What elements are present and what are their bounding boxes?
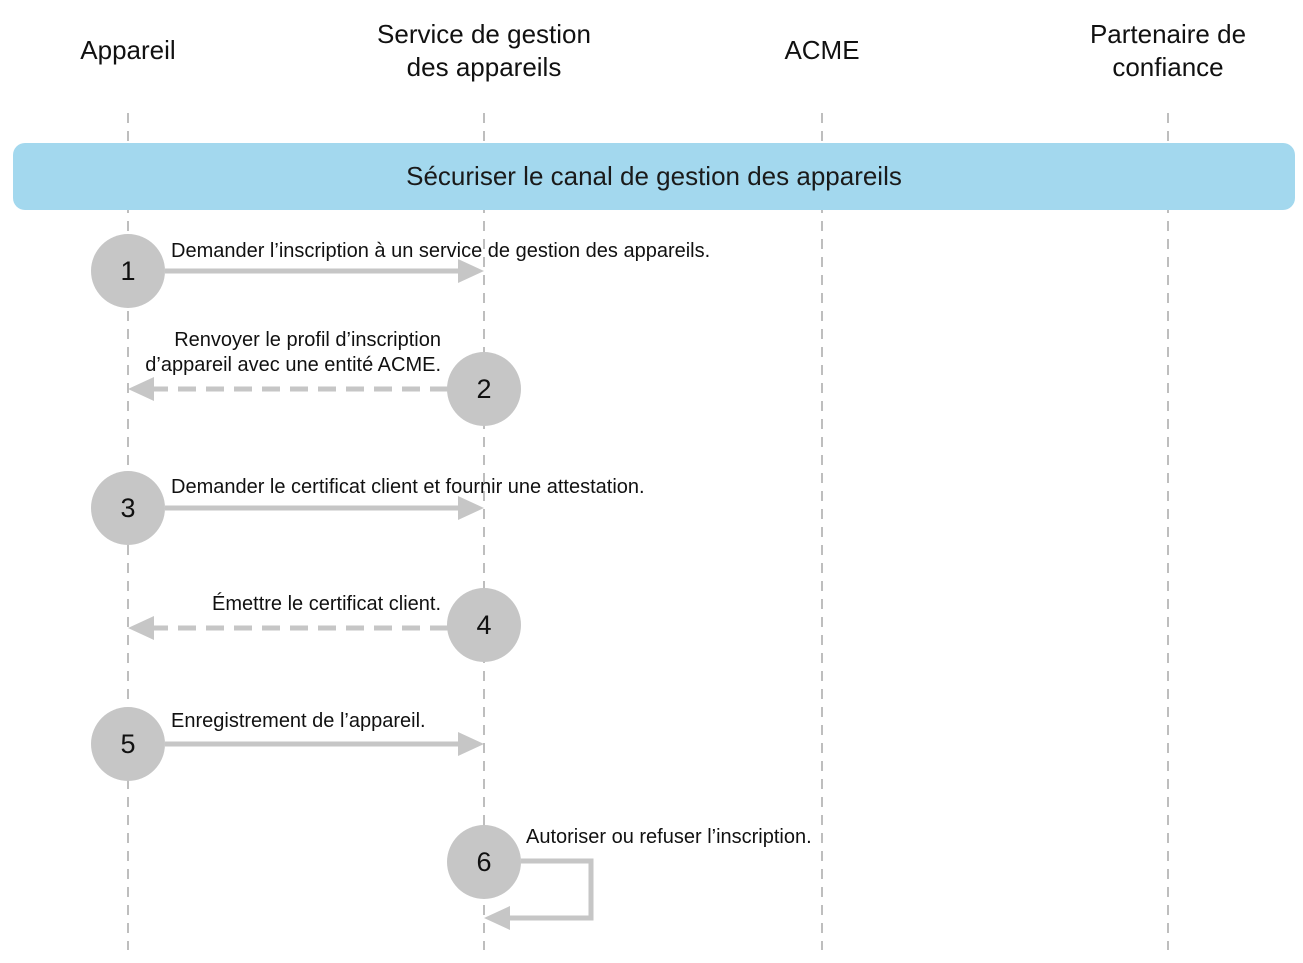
step-4-badge: 4 [447, 588, 521, 662]
step-2-badge: 2 [447, 352, 521, 426]
phase-banner: Sécuriser le canal de gestion des appare… [13, 143, 1295, 210]
actor-device: Appareil [80, 35, 176, 65]
step-5-badge: 5 [91, 707, 165, 781]
arrow-step-6 [484, 858, 594, 930]
actor-acme: ACME [784, 35, 860, 65]
actor-partner: Partenaire de confiance [1089, 19, 1247, 82]
step-4-message: Émettre le certificat client. [212, 593, 441, 615]
step-6-badge: 6 [447, 825, 521, 899]
arrow-step-1 [165, 259, 484, 283]
step-5-message: Enregistrement de l’appareil. [171, 710, 426, 732]
arrow-step-3 [165, 496, 484, 520]
arrow-step-2 [128, 377, 448, 401]
step-6-message: Autoriser ou refuser l’inscription. [526, 826, 812, 848]
step-3-badge: 3 [91, 471, 165, 545]
arrow-step-5 [165, 732, 484, 756]
actor-mdm: Service de gestion des appareils [377, 19, 591, 82]
arrow-step-4 [128, 616, 448, 640]
step-1-message: Demander l’inscription à un service de g… [171, 240, 711, 262]
step-3-message: Demander le certificat client et fournir… [171, 476, 645, 498]
step-2-message: Renvoyer le profil d’inscription d’appar… [145, 329, 441, 376]
step-1-badge: 1 [91, 234, 165, 308]
